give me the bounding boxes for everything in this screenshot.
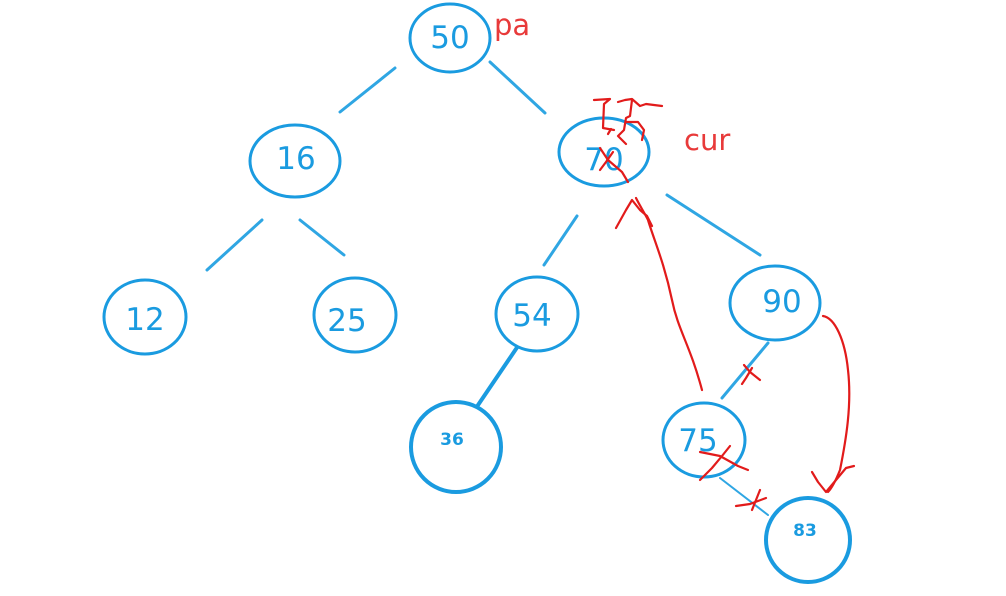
edge-50-16 (338, 66, 397, 114)
node-16-label: 16 (276, 141, 315, 177)
arrow-75-to-70-head (614, 198, 654, 230)
node-75-label: 75 (678, 423, 717, 459)
arrow-90-to-83-head (810, 464, 856, 494)
node-25: 25 (312, 276, 398, 354)
node-36-circle (409, 400, 503, 494)
edge-54-36 (474, 344, 520, 410)
cross-75-83-stroke-2 (750, 488, 762, 512)
arrow-75-to-70 (614, 196, 704, 392)
node-50-label: 50 (430, 20, 469, 56)
arrow-90-to-83 (810, 314, 856, 494)
edge-90-75 (720, 341, 770, 400)
node-83: 83 (764, 496, 852, 584)
edge-70-54 (542, 214, 579, 267)
tree-edges (205, 60, 770, 516)
edge-70-90 (665, 193, 762, 257)
arrow-90-to-83-shaft (821, 314, 851, 494)
node-90-label: 90 (762, 284, 801, 320)
node-90: 90 (728, 264, 822, 342)
node-12-label: 12 (125, 302, 164, 338)
scribble-stroke-2 (606, 127, 613, 136)
node-25-label: 25 (327, 303, 366, 339)
node-54-circle (494, 275, 580, 353)
scribble-stroke-7 (598, 150, 615, 172)
node-75: 75 (661, 401, 747, 479)
cross-75-83-stroke-1 (734, 496, 768, 508)
node-70-label: 70 (584, 142, 623, 178)
annotation-cur: cur (684, 123, 730, 157)
cross-75-stroke-1 (698, 450, 750, 472)
node-83-label: 83 (793, 521, 817, 541)
node-54-label: 54 (512, 298, 551, 334)
node-83-circle (764, 496, 852, 584)
node-16-circle (248, 123, 342, 199)
scribble-stroke-4 (616, 98, 634, 146)
arrow-75-to-70-shaft (634, 196, 704, 392)
cross-75-stroke-2 (698, 444, 732, 482)
node-25-circle (312, 276, 398, 354)
edge-16-25 (298, 218, 346, 257)
cross-mark-edge-90-75 (740, 363, 762, 386)
node-12-circle (102, 278, 188, 356)
cross-90-75-stroke-2 (740, 366, 754, 386)
handwritten-scribble-replacement (592, 97, 664, 184)
node-50: 50 (408, 2, 492, 74)
node-16: 16 (248, 123, 342, 199)
scribble-stroke-5 (624, 120, 646, 142)
node-50-circle (408, 2, 492, 74)
edge-75-83 (719, 477, 769, 516)
node-36: 36 (409, 400, 503, 494)
node-90-circle (728, 264, 822, 342)
annotation-pa: pa (494, 8, 530, 42)
node-12: 12 (102, 278, 188, 356)
scribble-stroke-3 (616, 97, 664, 108)
scribble-stroke-6 (598, 146, 630, 184)
cross-mark-edge-75-83 (734, 488, 768, 512)
cross-mark-node-75 (698, 444, 750, 482)
edge-16-12 (205, 218, 264, 272)
node-54: 54 (494, 275, 580, 353)
scribble-stroke-1 (592, 97, 616, 132)
node-36-label: 36 (440, 430, 464, 450)
tree-nodes: 50 16 70 12 25 54 90 36 (102, 2, 852, 584)
edge-50-70 (488, 60, 547, 115)
